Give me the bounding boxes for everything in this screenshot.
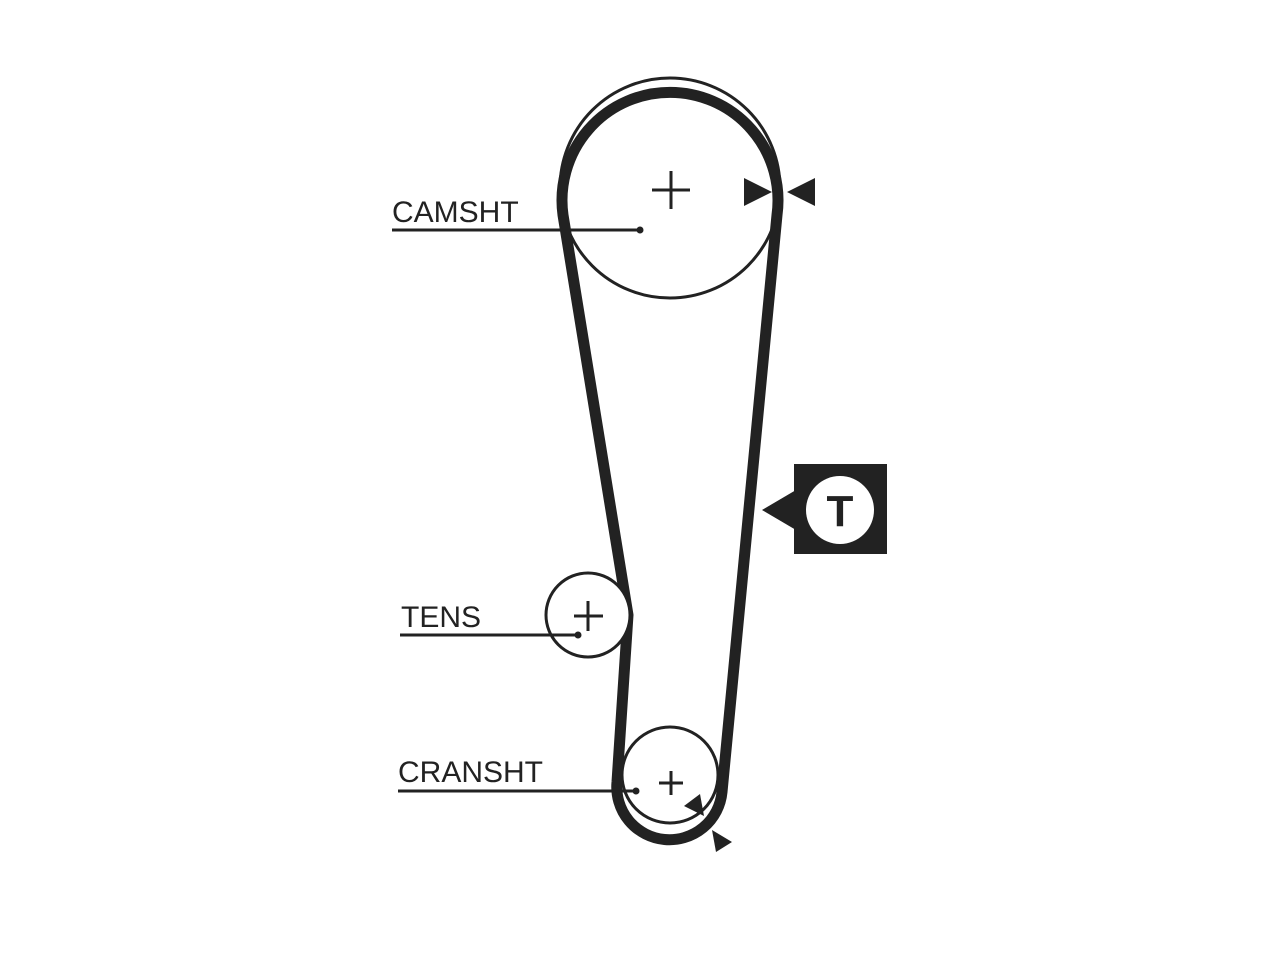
tension-pointer-icon xyxy=(762,490,796,530)
camshaft-reference-mark-icon xyxy=(787,178,815,206)
crankshaft-label: CRANSHT xyxy=(398,756,543,789)
crankshaft-pulley xyxy=(620,725,720,825)
crankshaft-center-cross xyxy=(659,771,683,795)
tension-badge-letter: T xyxy=(827,487,854,536)
crankshaft-reference-mark-icon xyxy=(712,830,732,852)
tensioner-center-cross xyxy=(574,601,603,631)
tension-check-badge: T xyxy=(762,464,887,554)
tensioner-leader-dot xyxy=(574,631,582,639)
camshaft-leader-dot xyxy=(636,226,644,234)
camshaft-label: CAMSHT xyxy=(392,196,519,229)
camshaft-center-cross xyxy=(652,171,690,209)
timing-belt xyxy=(556,86,784,846)
tensioner-label: TENS xyxy=(401,601,481,634)
crankshaft-timing-mark-icon xyxy=(684,794,704,816)
tension-badge-circle xyxy=(806,476,874,544)
camshaft-timing-mark-icon xyxy=(744,178,772,206)
crankshaft-leader-dot xyxy=(632,787,640,795)
